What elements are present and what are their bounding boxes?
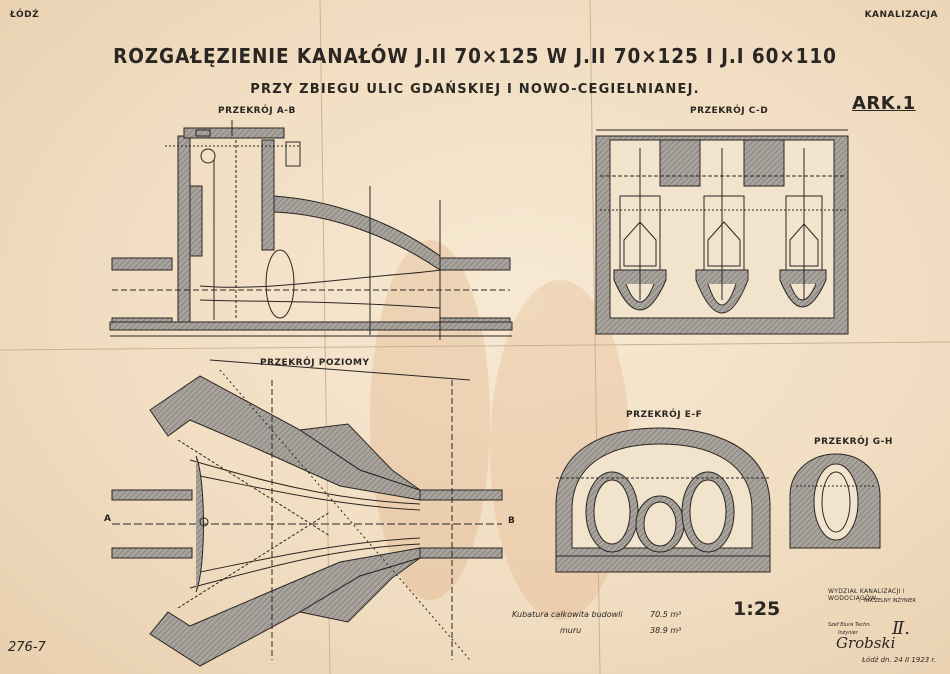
section-gh-label: PRZEKRÓJ G-H [814,437,893,447]
signing-date: Łódź dn. 24 II 1923 r. [862,656,936,664]
fold-line [319,0,331,674]
city-label: ŁÓDŹ [10,10,40,20]
section-cd-label: PRZEKRÓJ C-D [690,106,769,116]
signature-chief: Grobski [836,634,896,652]
volume-wall-label: muru [560,626,582,635]
section-ab-label: PRZEKRÓJ A-B [218,106,296,116]
section-ef-label: PRZEKRÓJ E-F [626,410,703,420]
volume-total-value: 70.5 m³ [650,610,682,619]
section-plan-label: PRZEKRÓJ POZIOMY [260,358,370,368]
drawing-subtitle: PRZY ZBIEGU ULIC GDAŃSKIEJ I NOWO-CEGIEL… [250,82,700,97]
volume-total-label: Kubatura całkowita budowli [512,610,623,619]
office-role: NACZELNY INŻYNIER [864,598,916,604]
chief-title: Inżynier [838,630,858,636]
marker-b: B [508,516,515,526]
signature-engineer: Ⅱ. [892,618,910,639]
volume-wall-value: 38.9 m³ [650,626,682,635]
scale-label: 1:25 [733,598,781,620]
chief-role: Szef Biura Techn. [828,622,872,628]
drawing-title: ROZGAŁĘZIENIE KANAŁÓW J.II 70×125 W J.II… [113,44,837,68]
category-label: KANALIZACJA [864,10,938,20]
sheet-number: ARK.1 [852,93,916,114]
marker-a: A [104,514,111,524]
drawing-number: 276-7 [8,640,46,655]
office-name: WYDZIAŁ KANALIZACJI I WODOCIĄGÓW [828,588,905,602]
fold-line [0,341,950,351]
